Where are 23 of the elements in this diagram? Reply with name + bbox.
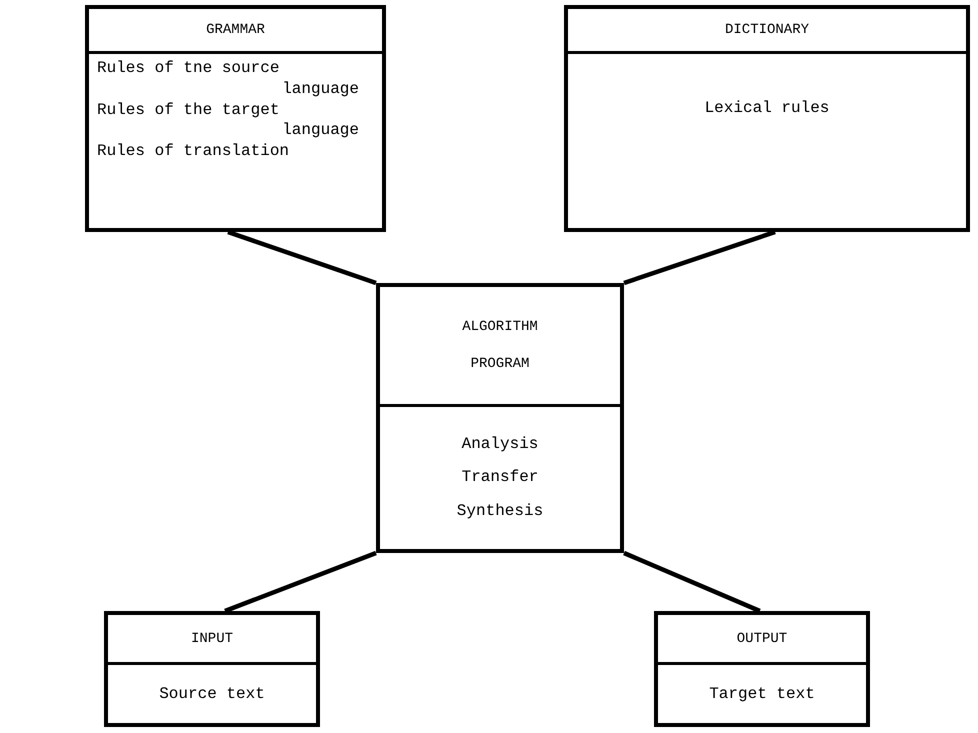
body-text: Source text [159, 684, 265, 704]
body-text: Transfer [462, 467, 538, 488]
body-text: Target text [709, 684, 815, 704]
box-heading: GRAMMAR [206, 21, 265, 40]
box-heading: INPUT [190, 630, 233, 648]
box-heading: DICTIONARY [724, 21, 809, 40]
connector-line [623, 550, 761, 614]
connector-line [227, 230, 377, 286]
process-box [104, 611, 320, 727]
box-heading: OUTPUT [736, 630, 788, 648]
connector-line [623, 230, 776, 286]
body-text: Analysis [462, 434, 538, 455]
process-box [376, 283, 624, 553]
rule-text: Rules of the target language [97, 100, 359, 142]
box-heading: ALGORITHM PROGRAM [461, 318, 539, 374]
process-box [85, 5, 386, 232]
connector-line [224, 550, 377, 614]
body-text: Lexical rules [704, 98, 830, 118]
rule-text: Rules of tne source language [97, 58, 359, 100]
rule-text: Rules of translation [97, 141, 290, 162]
process-box [564, 5, 970, 232]
process-box [654, 611, 870, 727]
body-text: Synthesis [456, 500, 544, 522]
